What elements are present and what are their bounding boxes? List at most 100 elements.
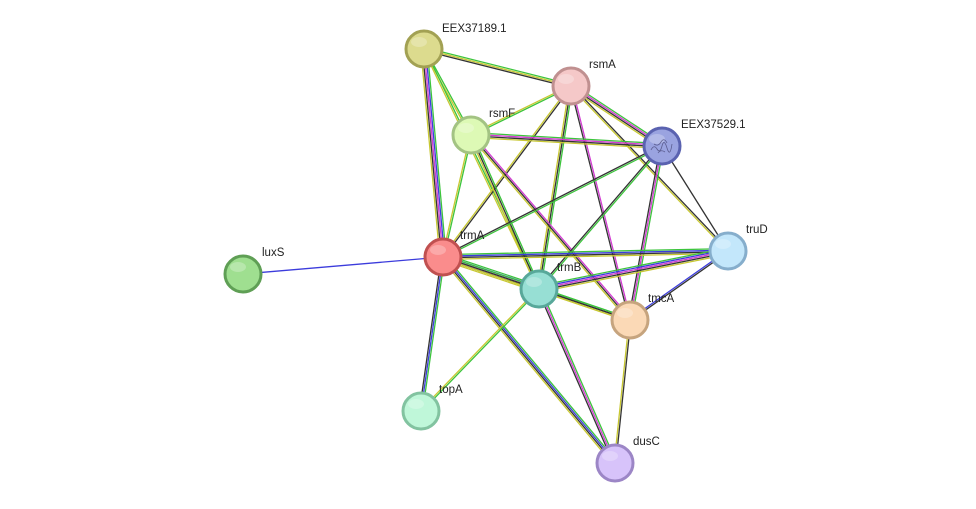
edge-strand-yellow — [441, 134, 471, 257]
edge-strand-yellow — [423, 48, 572, 87]
edge-rsmf-tmca[interactable] — [469, 133, 632, 322]
node-circle[interactable] — [551, 66, 591, 106]
edge-strand-yellow — [569, 86, 728, 252]
edge-eex37189-1-trma[interactable] — [420, 48, 447, 258]
node-dusc[interactable]: dusC — [595, 436, 660, 483]
edge-strand-yellow — [441, 85, 571, 257]
edges-layer — [242, 46, 730, 465]
edge-strand-black — [441, 257, 615, 464]
edge-eex37529-1-trmb[interactable] — [537, 145, 664, 290]
edge-rsmf-trma[interactable] — [441, 134, 473, 258]
node-trud[interactable]: truD — [708, 224, 768, 271]
edge-strand-black — [443, 86, 573, 258]
edge-eex37529-1-tmca[interactable] — [627, 145, 665, 321]
edge-strand-magenta — [538, 250, 729, 290]
node-highlight — [458, 123, 474, 133]
protein-structure-icon — [650, 139, 673, 154]
node-label: topA — [439, 384, 463, 396]
node-label: truD — [746, 224, 768, 236]
node-circle[interactable] — [519, 269, 559, 309]
edge-tmca-dusc[interactable] — [613, 319, 632, 464]
edge-strand-black — [470, 134, 540, 290]
edge-trmb-topa[interactable] — [419, 287, 541, 413]
node-highlight — [558, 74, 574, 84]
node-eex37529-1[interactable]: EEX37529.1 — [642, 119, 746, 166]
edge-strand-yellow — [613, 319, 630, 463]
node-circle[interactable] — [423, 237, 463, 277]
edge-trmb-trud[interactable] — [538, 247, 729, 293]
node-circle[interactable] — [401, 391, 441, 431]
node-rsma[interactable]: rsmA — [551, 59, 616, 106]
edge-strand-green — [444, 255, 618, 462]
edge-strand-green — [539, 288, 618, 463]
node-label: EEX37529.1 — [681, 119, 746, 131]
edge-eex37189-1-rsma[interactable] — [423, 46, 572, 89]
edge-eex37529-1-trud[interactable] — [661, 145, 729, 252]
edge-strand-yellow — [440, 258, 614, 465]
edge-strand-magenta — [471, 133, 632, 320]
edge-trmb-dusc[interactable] — [536, 288, 618, 464]
node-label: tmcA — [648, 293, 675, 305]
node-trmb[interactable]: trmB — [519, 262, 582, 309]
edge-rsma-tmca[interactable] — [569, 85, 632, 321]
edge-strand-green — [443, 146, 663, 259]
node-highlight — [430, 245, 446, 255]
node-trma[interactable]: trmA — [423, 230, 485, 277]
node-label: trmA — [460, 230, 485, 242]
edge-strand-green — [424, 46, 572, 86]
edge-strand-blue — [420, 256, 444, 412]
edge-rsmf-trmb[interactable] — [468, 134, 542, 290]
node-eex37189-1[interactable]: EEX37189.1 — [404, 23, 507, 69]
node-circle[interactable] — [451, 115, 491, 155]
edge-strand-black — [661, 145, 729, 252]
edge-strand-black — [421, 49, 443, 258]
edge-trma-trud[interactable] — [442, 247, 729, 261]
edge-rsma-trmb[interactable] — [536, 85, 574, 290]
edge-strand-black — [442, 144, 662, 257]
edge-strand-blue — [538, 248, 728, 289]
edge-strand-yellow — [468, 135, 539, 290]
node-circle[interactable] — [223, 254, 263, 294]
node-circle[interactable] — [404, 29, 444, 69]
node-circle[interactable] — [595, 443, 635, 483]
node-label: rsmA — [589, 59, 616, 71]
edge-trma-dusc[interactable] — [440, 255, 618, 465]
edge-strand-blue — [629, 249, 728, 320]
node-label: rsmF — [489, 108, 515, 120]
edge-rsma-trma[interactable] — [441, 85, 573, 258]
edge-strand-magenta — [423, 48, 444, 258]
edge-strand-black — [536, 289, 615, 464]
edge-rsma-trud[interactable] — [569, 85, 730, 252]
edge-strand-green — [471, 131, 663, 145]
edge-strand-green — [426, 48, 447, 257]
edge-strand-black — [627, 145, 662, 320]
edge-trma-luxs[interactable] — [242, 256, 444, 275]
node-highlight — [715, 239, 731, 249]
node-circle[interactable] — [610, 300, 650, 340]
edge-strand-blue — [242, 256, 444, 275]
edge-tmca-trud[interactable] — [629, 249, 729, 322]
edge-strand-yellow — [420, 49, 441, 258]
node-label: dusC — [633, 436, 660, 448]
edge-strand-black — [470, 134, 631, 321]
edge-strand-black — [571, 85, 730, 251]
edge-strand-black — [615, 320, 632, 464]
node-luxs[interactable]: luxS — [223, 247, 285, 294]
edge-strand-green — [443, 135, 473, 258]
edge-strand-black — [443, 251, 729, 259]
edge-strand-black — [470, 135, 662, 148]
node-rsmf[interactable]: rsmF — [451, 108, 515, 155]
edge-rsmf-eex37529-1[interactable] — [470, 131, 663, 150]
edge-trma-topa[interactable] — [418, 256, 446, 412]
edge-eex37529-1-trma[interactable] — [442, 144, 663, 259]
node-label: luxS — [262, 247, 285, 259]
edge-strand-green — [539, 86, 574, 290]
node-tmca[interactable]: tmcA — [610, 293, 675, 340]
edge-strand-blue — [442, 249, 728, 257]
node-highlight — [617, 308, 633, 318]
edge-strand-green — [471, 134, 542, 289]
node-topa[interactable]: topA — [401, 384, 463, 431]
edge-strand-black — [539, 251, 729, 292]
edge-strand-yellow — [539, 253, 729, 293]
node-circle[interactable] — [708, 231, 748, 271]
